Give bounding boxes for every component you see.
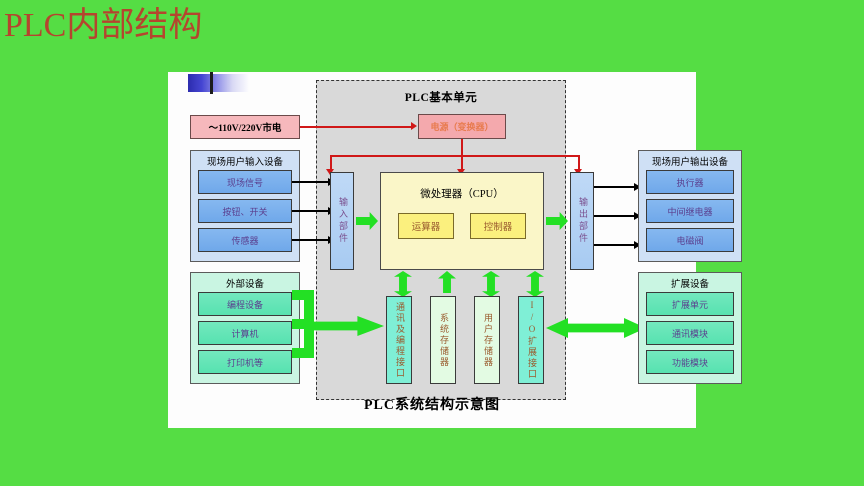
ac-mains-box: ～110V/220V市电 <box>190 115 300 139</box>
field-output-item-actuator: 执行器 <box>646 170 734 194</box>
power-bus-branch-input <box>330 155 332 171</box>
input-wire-1 <box>292 181 330 183</box>
field-output-item-relay-label: 中间继电器 <box>667 206 713 217</box>
input-component-label: 输入部件 <box>337 197 348 245</box>
power-bus-branch-cpu <box>461 155 463 171</box>
field-input-item-sensor: 传感器 <box>198 228 292 252</box>
external-device-item-printer-label: 打印机等 <box>226 357 263 368</box>
input-wire-3 <box>292 239 330 241</box>
cpu-controller-label: 控制器 <box>483 223 513 233</box>
bus-module-io-expansion-interface-label: I/O扩展接口 <box>526 300 537 380</box>
field-input-item-signal-label: 现场信号 <box>226 177 263 188</box>
external-device-item-printer: 打印机等 <box>198 350 292 374</box>
output-wire-1-arrow-icon <box>634 182 641 191</box>
output-wire-3 <box>594 244 636 246</box>
field-output-item-relay: 中间继电器 <box>646 199 734 223</box>
external-device-item-computer: 计算机 <box>198 321 292 345</box>
diagram-caption: PLC系统结构示意图 <box>364 398 500 413</box>
output-wire-1 <box>594 186 636 188</box>
power-bus-branch-output <box>578 155 580 171</box>
bus-module-system-memory-label: 系统存储器 <box>438 312 449 368</box>
external-bus-stub-2 <box>292 319 306 329</box>
expansion-device-item-function-module: 功能模块 <box>646 350 734 374</box>
bus-module-comm-prog-interface-label: 通讯及编程接口 <box>394 301 405 379</box>
power-wire-h <box>300 126 413 128</box>
field-input-item-button-switch-label: 按钮、开关 <box>222 206 268 217</box>
expansion-device-item-unit-label: 扩展单元 <box>671 299 708 310</box>
expansion-devices-group-title: 扩展设备 <box>670 280 709 290</box>
plc-basic-unit-title: PLC基本单元 <box>404 92 478 104</box>
output-wire-2-arrow-icon <box>634 211 641 220</box>
output-wire-2 <box>594 215 636 217</box>
power-bus-drop <box>461 139 463 156</box>
page-title: PLC内部结构 <box>4 7 203 44</box>
diagram-panel: PLC基本单元 ～110V/220V市电 电源（变换器） 现场用户输入设备 现场… <box>168 72 742 428</box>
ac-mains-label: ～110V/220V市电 <box>208 124 282 134</box>
external-device-item-programmer: 编程设备 <box>198 292 292 316</box>
input-component-box: 输入部件 <box>330 172 354 270</box>
expansion-device-item-comm-module-label: 通讯模块 <box>671 328 708 339</box>
field-input-item-sensor-label: 传感器 <box>231 235 259 246</box>
logo-watermark <box>188 72 250 94</box>
field-input-group-title: 现场用户输入设备 <box>206 158 283 168</box>
field-output-group-title: 现场用户输出设备 <box>651 158 728 168</box>
external-devices-group-title: 外部设备 <box>225 280 264 290</box>
cpu-alu-box: 运算器 <box>398 213 454 239</box>
expansion-device-item-comm-module: 通讯模块 <box>646 321 734 345</box>
bus-module-user-memory-label: 用户存储器 <box>482 312 493 368</box>
bus-module-user-memory: 用户存储器 <box>474 296 500 384</box>
cpu-label: 微处理器（CPU） <box>420 189 504 200</box>
output-component-box: 输出部件 <box>570 172 594 270</box>
bus-module-io-expansion-interface: I/O扩展接口 <box>518 296 544 384</box>
external-device-item-programmer-label: 编程设备 <box>226 299 263 310</box>
power-converter-label: 电源（变换器） <box>430 122 494 132</box>
external-bus-stub-3 <box>292 348 306 358</box>
expansion-device-item-function-module-label: 功能模块 <box>671 357 708 368</box>
field-output-item-actuator-label: 执行器 <box>676 177 704 188</box>
field-output-item-solenoid-label: 电磁阀 <box>676 235 704 246</box>
cpu-controller-box: 控制器 <box>470 213 526 239</box>
output-component-label: 输出部件 <box>577 197 588 245</box>
field-input-item-signal: 现场信号 <box>198 170 292 194</box>
power-wire-arrow-icon <box>411 122 417 130</box>
power-converter-box: 电源（变换器） <box>418 114 506 139</box>
bus-module-system-memory: 系统存储器 <box>430 296 456 384</box>
cpu-alu-label: 运算器 <box>411 223 441 233</box>
external-bus-spine <box>304 290 314 358</box>
field-input-item-button-switch: 按钮、开关 <box>198 199 292 223</box>
external-bus-stub-1 <box>292 290 306 300</box>
power-bus-h <box>330 155 580 157</box>
bus-module-comm-prog-interface: 通讯及编程接口 <box>386 296 412 384</box>
input-wire-2 <box>292 210 330 212</box>
external-device-item-computer-label: 计算机 <box>231 328 259 339</box>
field-output-item-solenoid: 电磁阀 <box>646 228 734 252</box>
expansion-device-item-unit: 扩展单元 <box>646 292 734 316</box>
output-wire-3-arrow-icon <box>634 240 641 249</box>
